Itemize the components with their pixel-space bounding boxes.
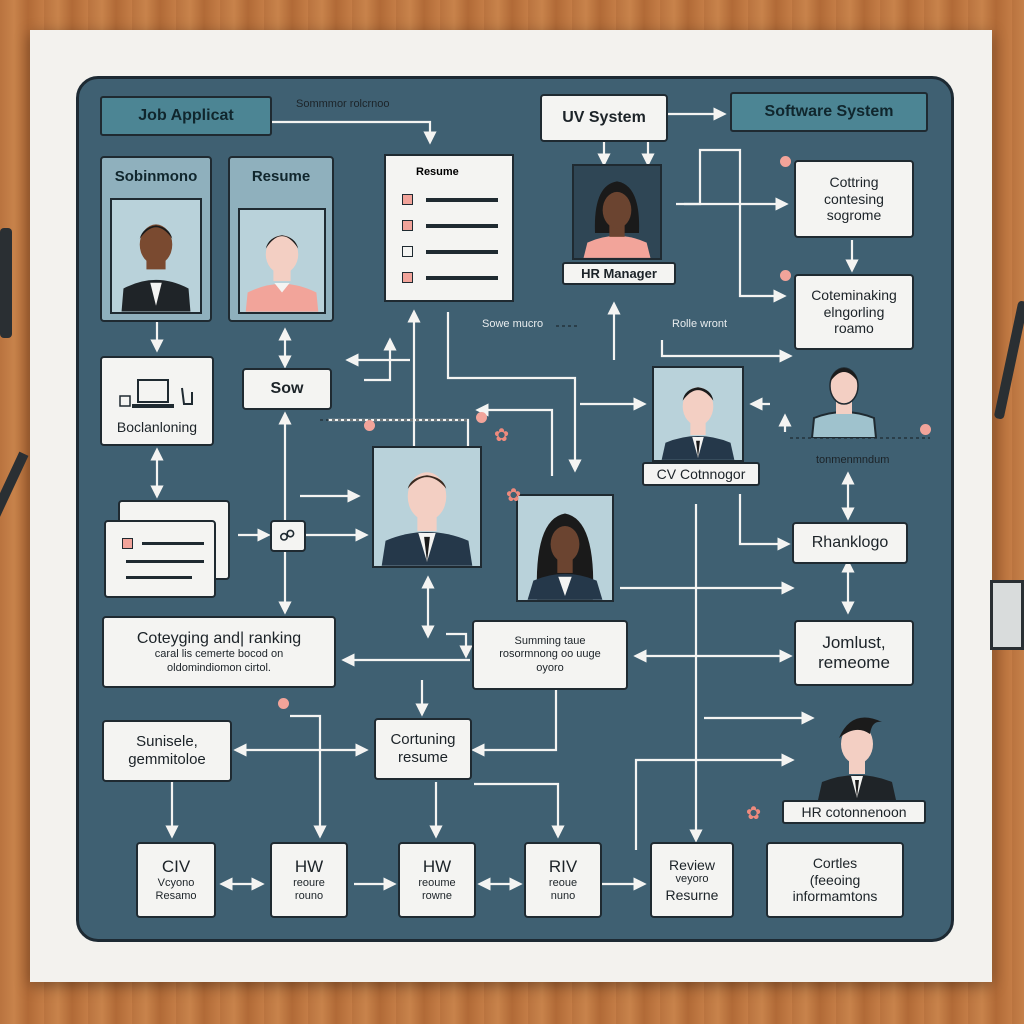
- checkbox-icon: [402, 246, 413, 257]
- resume-document: Resume: [384, 154, 514, 302]
- bookmarking-label: Boclanloning: [116, 419, 198, 436]
- bookmarking-box: Boclanloning: [100, 356, 214, 446]
- software-system-header: Software System: [730, 92, 928, 132]
- link-icon: [280, 529, 295, 541]
- pen-right: [993, 300, 1024, 420]
- checkbox-icon: [402, 272, 413, 283]
- summarizing-box: Summing taue rosormnong oo uuge oyoro: [472, 620, 628, 690]
- review-box: Review veyoro Resurne: [650, 842, 734, 918]
- gear-icon: ✿: [494, 425, 510, 445]
- pen-left: [0, 228, 12, 338]
- center-woman-photo: [516, 494, 614, 602]
- accent-dot: [780, 270, 791, 281]
- link-icon-box: [270, 520, 306, 552]
- journal-resume-box: Jomlust, remeome: [794, 620, 914, 686]
- categorizing-box: Coteyging and| ranking caral lis cemerte…: [102, 616, 336, 688]
- accent-dot: [476, 412, 487, 423]
- job-applicant-label: Job Applicat: [138, 107, 234, 125]
- center-man-photo: [372, 446, 482, 568]
- resume-card-title: Resume: [251, 168, 311, 185]
- pen-left-lower: [0, 451, 29, 529]
- hr-manager-label: HR Manager: [562, 262, 676, 285]
- hr-person-icon: [818, 717, 896, 800]
- software-system-label: Software System: [764, 103, 894, 121]
- woman-icon: [583, 181, 651, 258]
- job-applicant-header: Job Applicat: [100, 96, 272, 136]
- customizing-resume-box: Coteminaking elngorling roamo: [794, 274, 914, 350]
- checkbox-icon: [402, 194, 413, 205]
- summary-box: Sunisele, gemmitoloe: [102, 720, 232, 782]
- resume-document-title: Resume: [416, 166, 459, 178]
- cv-system-box: UV System: [540, 94, 668, 142]
- gear-icon: ✿: [506, 485, 522, 505]
- resume-card: Resume: [228, 156, 334, 322]
- checkbox-icon: [402, 220, 413, 231]
- submission-title: Sobinmono: [114, 168, 198, 185]
- accent-dot: [920, 424, 931, 435]
- resume-photo: [238, 208, 326, 314]
- hr-recommendation-label: HR cotonnenoon: [782, 800, 926, 824]
- accent-dot: [780, 156, 791, 167]
- woman-icon: [527, 513, 603, 600]
- sow-box: Sow: [242, 368, 332, 410]
- desk-person-icon: [810, 367, 878, 438]
- cv-composer-label: CV Cotnnogor: [642, 462, 760, 486]
- hr-manager-photo: [572, 164, 662, 260]
- applicant-photo: [110, 198, 202, 314]
- rcv-box: RIV reoue nuno: [524, 842, 602, 918]
- businessman-icon: [381, 472, 473, 566]
- cv-composer-photo: [652, 366, 744, 462]
- person-icon: [245, 235, 319, 312]
- sowe-mucro-note: Sowe mucro: [482, 318, 544, 330]
- clip-right: [990, 580, 1024, 650]
- cv-system-label: UV System: [562, 109, 646, 127]
- contacting-screening-box: Cottring contesing sogrome: [794, 160, 914, 238]
- cortes-box: Cortles (feeoing informamtons: [766, 842, 904, 918]
- computer-icon: [119, 379, 193, 408]
- cv-resume-box: CIV Vcyono Resamo: [136, 842, 216, 918]
- accent-dot: [364, 420, 375, 431]
- rolle-wront-note: Rolle wront: [672, 318, 728, 330]
- hw-box-2: HW reoume rowne: [398, 842, 476, 918]
- businessman-icon: [661, 387, 735, 460]
- accent-dot: [278, 698, 289, 709]
- continuing-resume-box: Cortuning resume: [374, 718, 472, 780]
- gear-icon: ✿: [746, 803, 762, 823]
- stacked-cards-front: [104, 520, 216, 598]
- ranking-box: Rhanklogo: [792, 522, 908, 564]
- hw-box-1: HW reoure rouno: [270, 842, 348, 918]
- tommendum-note: tonmenmndum: [816, 454, 890, 466]
- person-icon: [121, 224, 191, 312]
- top-note: Sommmor rolcrnoo: [296, 98, 390, 110]
- submission-card: Sobinmono: [100, 156, 212, 322]
